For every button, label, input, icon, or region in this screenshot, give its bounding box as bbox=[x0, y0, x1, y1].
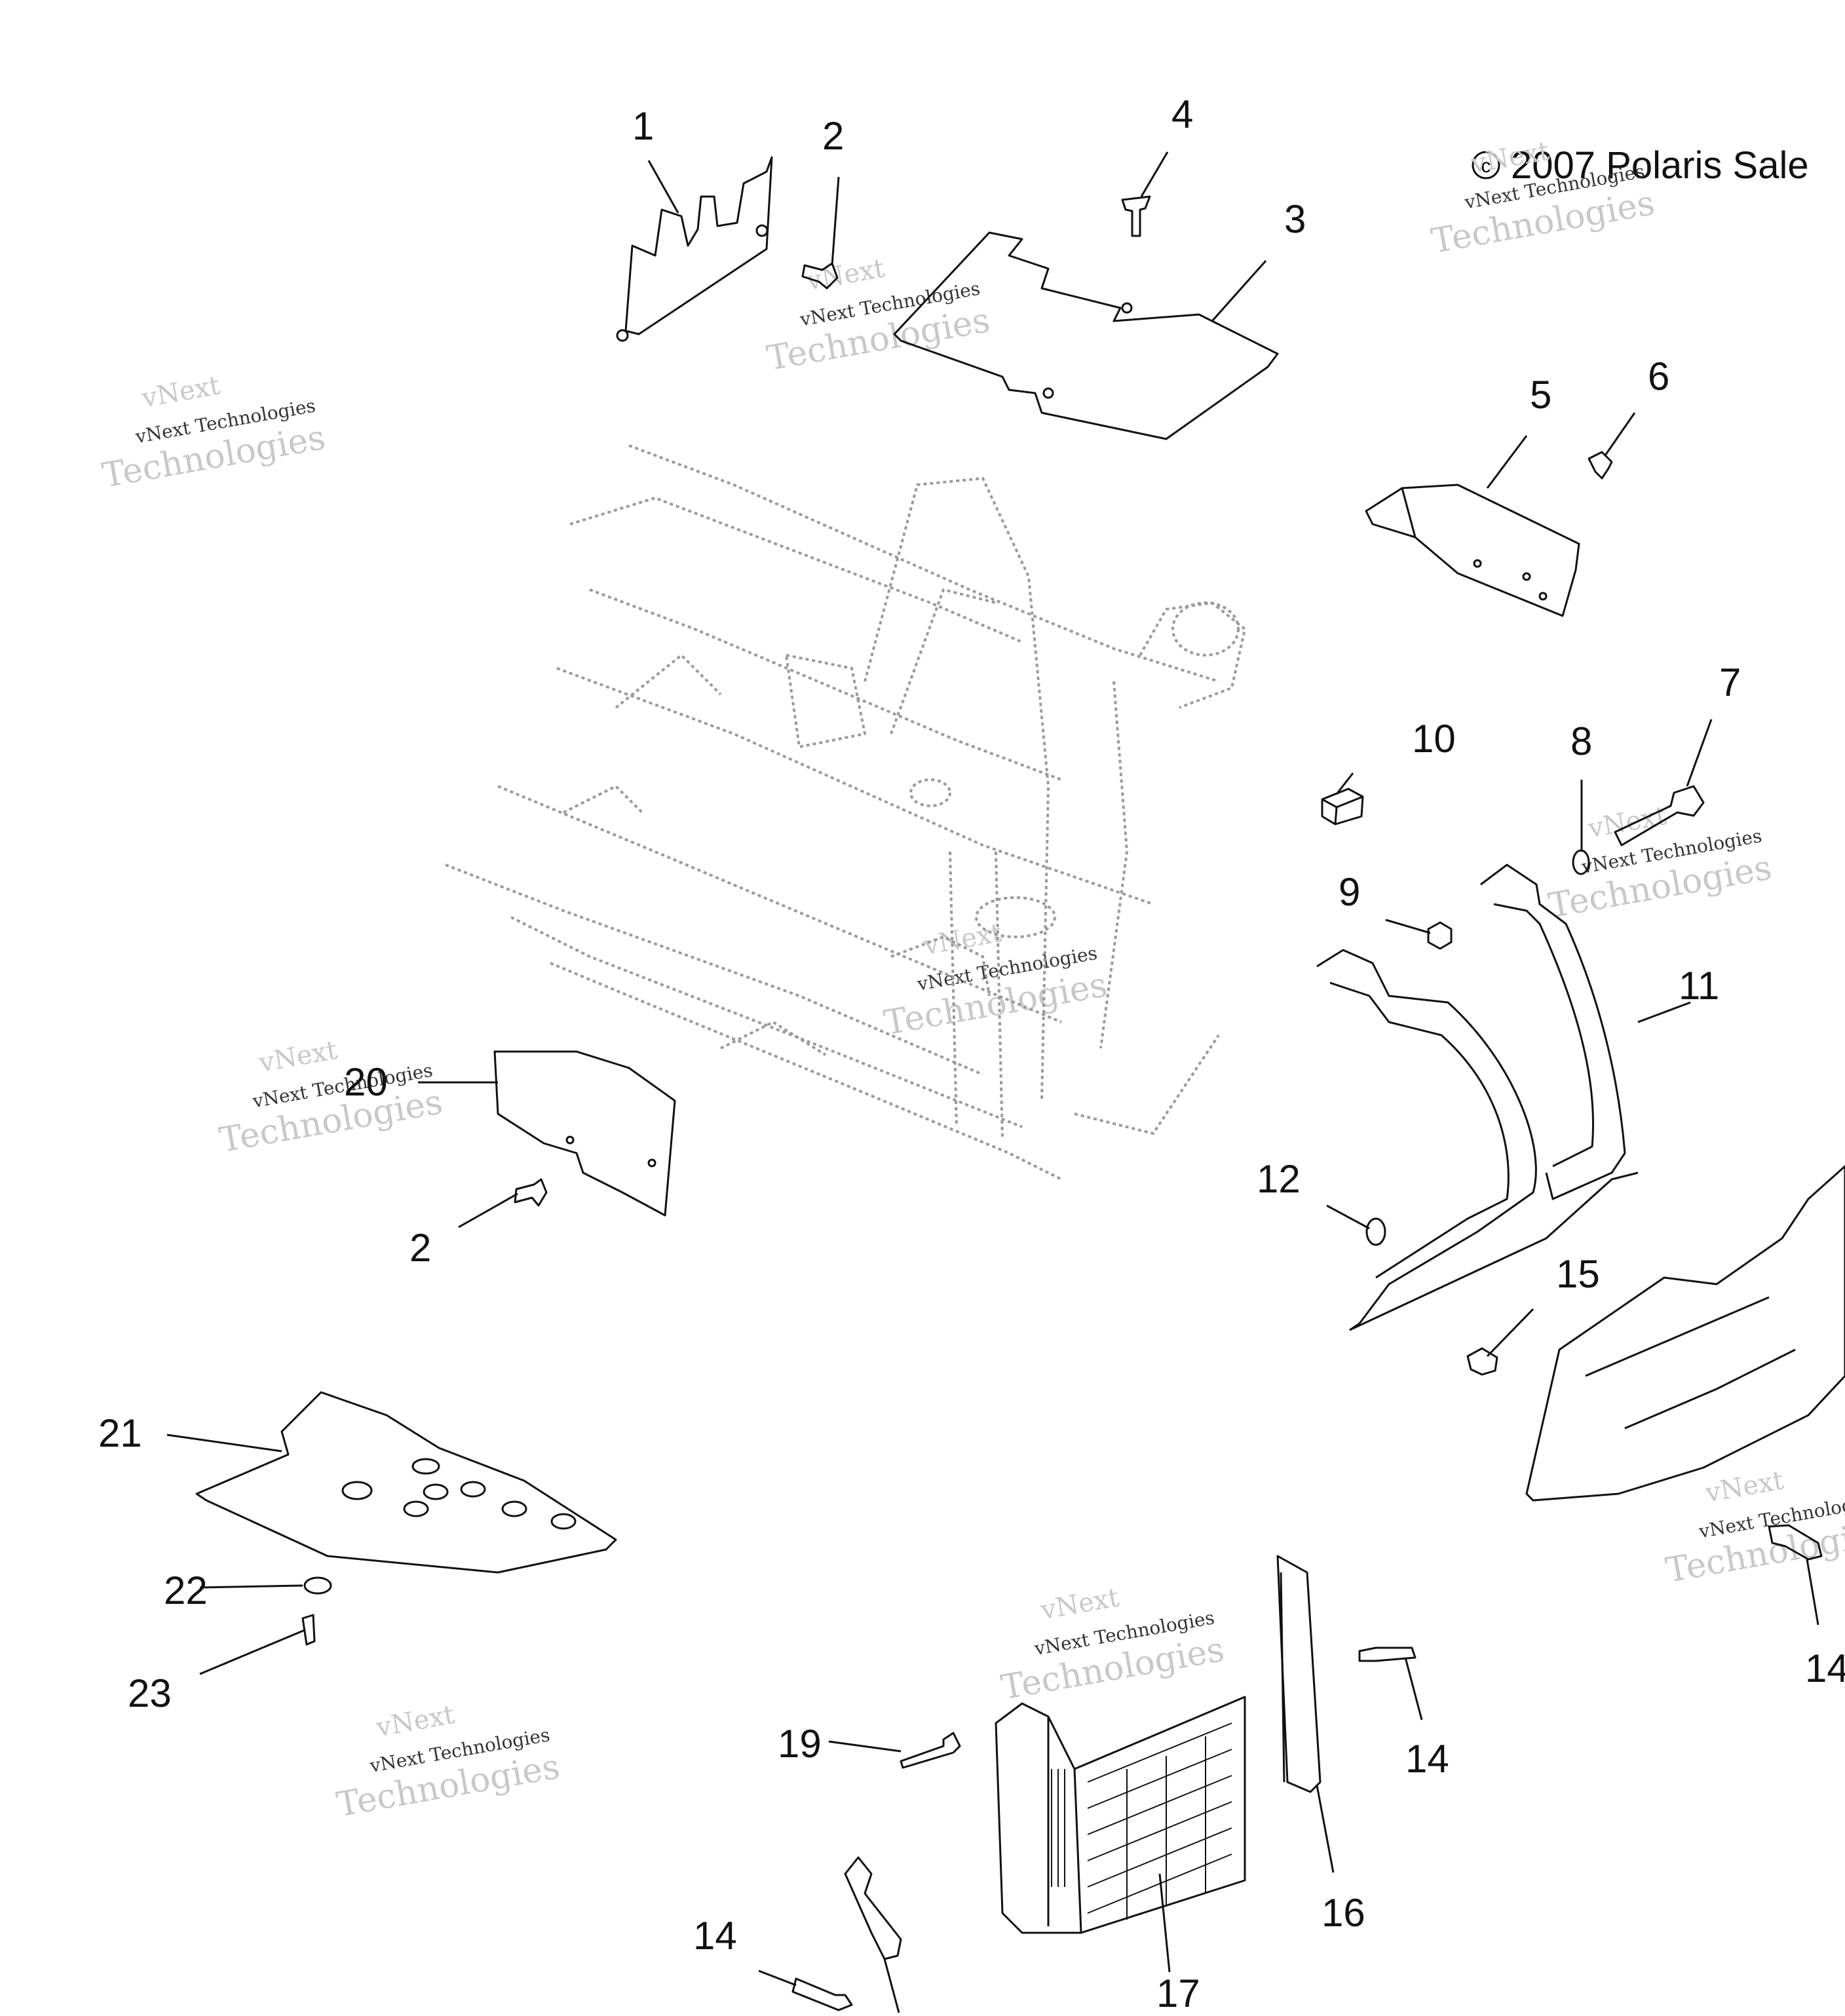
part-bracket-bottom bbox=[844, 1856, 902, 1960]
watermark-line1: vNext bbox=[139, 370, 222, 413]
callout-15: 15 bbox=[1556, 1252, 1600, 1296]
part-11-bumper bbox=[1316, 864, 1639, 1331]
part-14-fastener bbox=[791, 1977, 853, 2011]
callout-17: 17 bbox=[1156, 1971, 1200, 2013]
part-4-screw bbox=[1121, 195, 1151, 237]
part-10-block bbox=[1321, 788, 1364, 826]
part-9-nut bbox=[1427, 921, 1453, 950]
parts bbox=[195, 156, 1845, 2011]
callout-12: 12 bbox=[1257, 1157, 1301, 1201]
part-2-push-pin bbox=[801, 262, 839, 290]
callout-4: 4 bbox=[1171, 92, 1193, 136]
part-2-push-pin bbox=[514, 1178, 548, 1207]
callout-10: 10 bbox=[1412, 717, 1456, 761]
chassis-frame-ghost bbox=[445, 444, 1246, 1181]
part-22-washer bbox=[303, 1576, 332, 1595]
callout-23: 23 bbox=[128, 1671, 172, 1715]
watermark: vNext vNext Technologies Technologies bbox=[1546, 801, 1774, 926]
part-6-clip bbox=[1588, 451, 1613, 480]
part-23-stud bbox=[301, 1614, 316, 1646]
callout-1: 1 bbox=[632, 104, 654, 148]
watermark: vNext vNext Technologies Technologies bbox=[881, 918, 1110, 1043]
callout-3: 3 bbox=[1284, 197, 1306, 241]
part-17-radiator-screen bbox=[995, 1696, 1246, 1934]
watermark-line1: vNext bbox=[1586, 801, 1669, 844]
callout-11: 11 bbox=[1679, 964, 1719, 1008]
part-16-plate bbox=[1276, 1555, 1322, 1793]
copyright-text: 2007 Polaris Sale bbox=[1511, 144, 1809, 187]
watermark-line1: vNext bbox=[1038, 1582, 1121, 1626]
callout-7: 7 bbox=[1719, 660, 1741, 704]
part-1-bracket bbox=[616, 156, 773, 342]
callout-5: 5 bbox=[1530, 373, 1551, 417]
callout-14b: 14 bbox=[1405, 1737, 1449, 1781]
watermarks: vNext vNext Technologies Technologies vN… bbox=[100, 136, 1845, 1825]
watermark: vNext vNext Technologies Technologies bbox=[1428, 136, 1657, 261]
callout-19: 19 bbox=[778, 1722, 822, 1766]
watermark: vNext vNext Technologies Technologies bbox=[100, 370, 328, 495]
part-14-fastener bbox=[1768, 1524, 1823, 1561]
callout-6: 6 bbox=[1648, 354, 1669, 398]
watermark: vNext vNext Technologies Technologies bbox=[217, 1035, 446, 1160]
watermark-line1: vNext bbox=[921, 918, 1004, 961]
part-side-guard bbox=[1525, 1165, 1845, 1502]
callout-14c: 14 bbox=[693, 1914, 737, 1958]
watermark: vNext vNext Technologies Technologies bbox=[999, 1582, 1227, 1707]
part-7-bolt bbox=[1614, 785, 1705, 846]
copyright-symbol: c bbox=[1481, 155, 1491, 177]
callout-labels: 1 2 3 4 5 6 7 8 9 10 11 12 14 15 16 17 1… bbox=[98, 92, 1845, 2015]
watermark-line1: vNext bbox=[256, 1035, 339, 1078]
callout-22: 22 bbox=[164, 1569, 208, 1612]
callout-2b: 2 bbox=[409, 1226, 431, 1270]
watermark-line1: vNext bbox=[373, 1700, 457, 1743]
callout-9: 9 bbox=[1339, 870, 1360, 914]
callout-20: 20 bbox=[344, 1060, 388, 1104]
part-12-washer bbox=[1365, 1217, 1386, 1246]
callout-8: 8 bbox=[1570, 719, 1592, 763]
copyright-notice: c 2007 Polaris Sale bbox=[1472, 144, 1809, 187]
part-21-skid-plate bbox=[195, 1391, 617, 1574]
watermark: vNext vNext Technologies Technologies bbox=[764, 254, 993, 379]
watermark: vNext vNext Technologies Technologies bbox=[1663, 1465, 1845, 1590]
callout-14: 14 bbox=[1805, 1646, 1845, 1690]
part-3-panel bbox=[893, 231, 1279, 440]
callout-16: 16 bbox=[1322, 1891, 1365, 1935]
part-14-fastener bbox=[1358, 1646, 1417, 1662]
part-19-bolt bbox=[900, 1732, 961, 1769]
watermark: vNext vNext Technologies Technologies bbox=[333, 1700, 562, 1825]
callout-2: 2 bbox=[822, 114, 844, 158]
callout-21: 21 bbox=[98, 1411, 142, 1455]
part-20-plate bbox=[493, 1050, 676, 1217]
watermark-line1: vNext bbox=[1703, 1465, 1786, 1508]
watermark-line1: vNext bbox=[804, 254, 887, 297]
leader-lines bbox=[166, 151, 1819, 2013]
part-5-bracket bbox=[1365, 484, 1580, 617]
copyright-circle-icon bbox=[1472, 151, 1500, 180]
part-15-clip bbox=[1466, 1347, 1498, 1376]
